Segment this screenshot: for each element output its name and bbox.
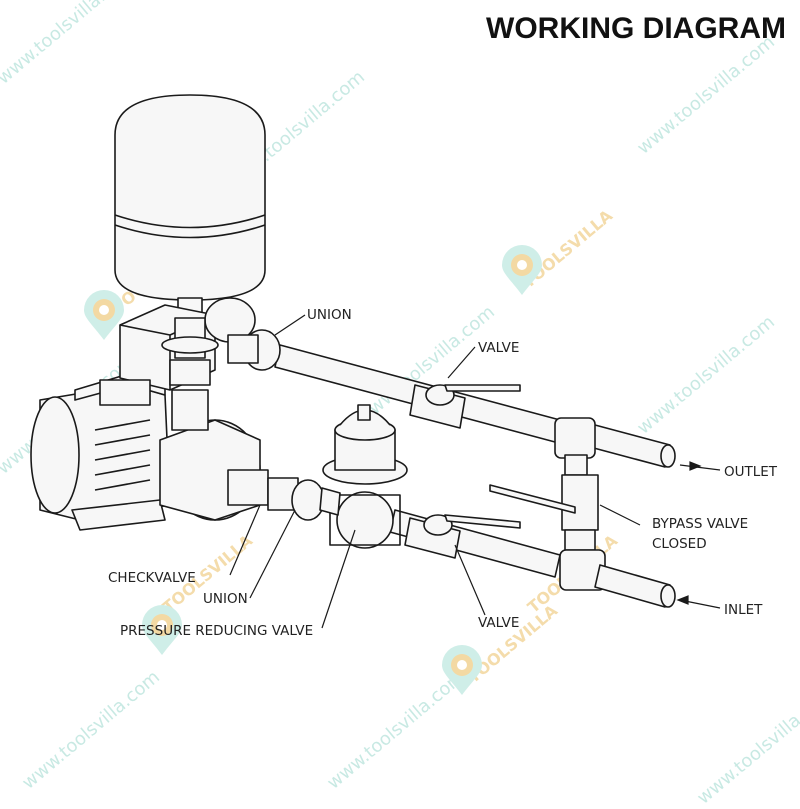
outlet-tee xyxy=(554,417,596,476)
leader-union-top xyxy=(274,314,306,336)
label-inlet: INLET xyxy=(724,602,763,618)
bypass-valve xyxy=(489,474,599,551)
label-outlet: OUTLET xyxy=(724,464,778,480)
pressure-tank xyxy=(114,94,266,319)
bottom-ball-valve xyxy=(404,514,521,559)
label-checkvalve: CHECKVALVE xyxy=(108,570,196,586)
label-bypass-line2: CLOSED xyxy=(652,536,707,552)
label-valve-top: VALVE xyxy=(478,340,520,356)
label-valve-bottom: VALVE xyxy=(478,615,520,631)
page-title: WORKING DIAGRAM xyxy=(486,12,786,45)
tank-fittings xyxy=(161,317,219,431)
label-union-top: UNION xyxy=(307,307,352,323)
watermark-pin-icon xyxy=(84,290,124,340)
watermark-pin-icon xyxy=(442,645,482,695)
inlet-pipe xyxy=(389,509,676,608)
watermark-pin-icon xyxy=(502,245,542,295)
checkvalve-union xyxy=(227,469,341,521)
label-bypass-line1: BYPASS VALVE xyxy=(652,516,749,532)
label-pressure-reducing-valve: PRESSURE REDUCING VALVE xyxy=(120,623,314,639)
top-ball-valve xyxy=(409,384,521,429)
pressure-reducing-valve xyxy=(322,404,408,549)
watermark-pin-icon xyxy=(142,605,182,655)
label-union-bottom: UNION xyxy=(203,591,248,607)
